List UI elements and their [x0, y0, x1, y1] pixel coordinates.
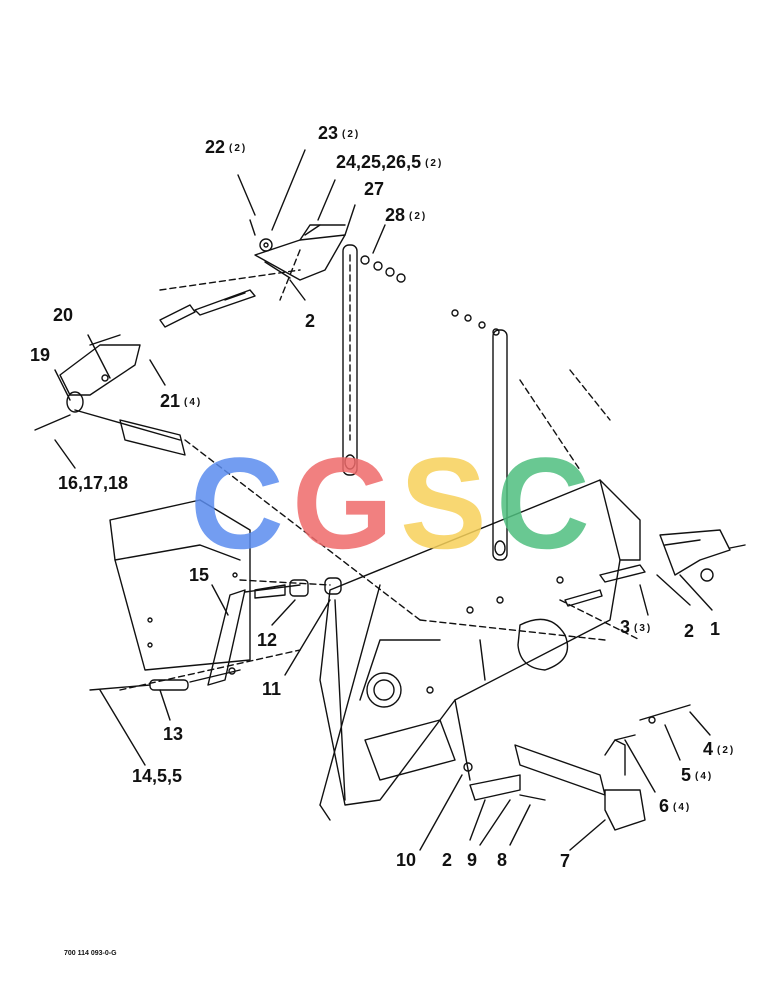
callout-7: 7: [560, 851, 571, 871]
callout-20: 20: [53, 305, 74, 325]
callout-23: 23(2): [318, 123, 361, 143]
watermark-letter-c2: C: [496, 430, 590, 576]
right-bracket-assembly: [451, 309, 746, 607]
callout-2-upper: 2: [305, 311, 316, 331]
callout-9: 9: [467, 850, 478, 870]
callout-2-lower: 2: [442, 850, 453, 870]
callout-3: 3(3): [620, 617, 653, 637]
callout-15: 15: [189, 565, 210, 585]
callout-8: 8: [497, 850, 508, 870]
callout-21: 21(4): [160, 391, 203, 411]
callout-11: 11: [262, 679, 282, 699]
link-strap-right: [492, 329, 508, 561]
callout-27: 27: [364, 179, 385, 199]
pedal-assembly: [463, 704, 691, 831]
callout-24-25-26-5: 24,25,26,5(2): [336, 152, 444, 172]
callout-1: 1: [710, 619, 721, 639]
link-strap-left: [342, 244, 358, 476]
main-frame-panel: [319, 479, 641, 806]
callout-19: 19: [30, 345, 51, 365]
watermark-letter-s: S: [400, 430, 487, 576]
bolt-and-sleeve: [89, 667, 241, 691]
assembly-guide-lines: [119, 249, 641, 691]
callout-4: 4(2): [703, 739, 736, 759]
leader-lines: [54, 149, 713, 851]
left-pivot-assembly: [34, 304, 196, 456]
callout-14-5-5: 14,5,5: [132, 766, 183, 786]
callout-2-right: 2: [684, 621, 695, 641]
upper-bracket-assembly: [194, 219, 406, 316]
callout-5: 5(4): [681, 765, 714, 785]
callout-28: 28(2): [385, 205, 428, 225]
callout-10: 10: [396, 850, 417, 870]
callout-6: 6(4): [659, 796, 692, 816]
watermark-letter-c1: C: [190, 430, 284, 576]
callout-16-17-18: 16,17,18: [58, 473, 129, 493]
callout-12: 12: [257, 630, 278, 650]
callout-22: 22(2): [205, 137, 248, 157]
callout-13: 13: [163, 724, 184, 744]
watermark-letter-g: G: [292, 430, 394, 576]
drawing-code: 700 114 093-0-G: [64, 950, 117, 957]
left-side-panel: [109, 499, 251, 671]
lever-arm: [207, 577, 342, 686]
